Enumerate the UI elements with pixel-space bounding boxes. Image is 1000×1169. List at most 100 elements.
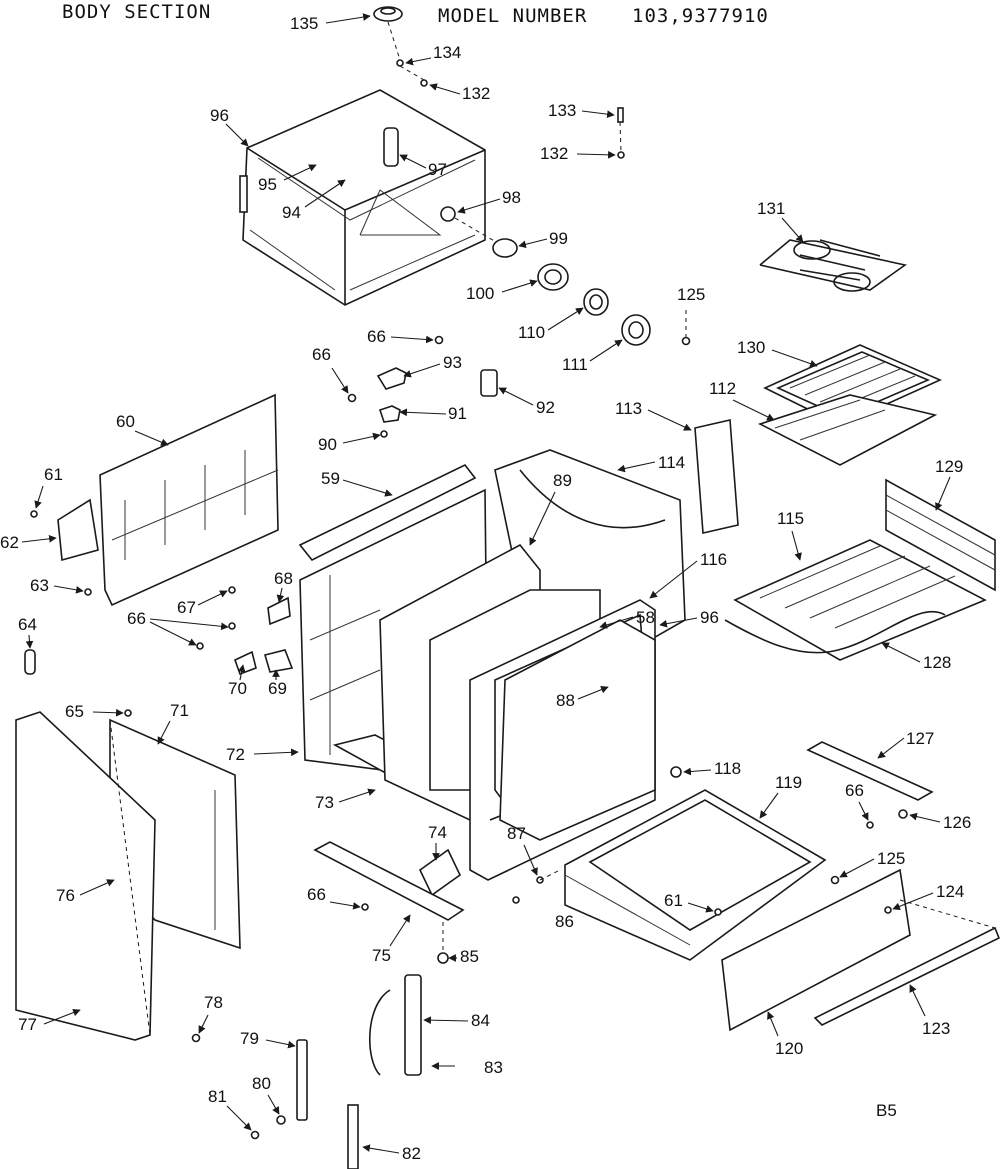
part-123-handle <box>813 926 1000 1026</box>
svg-text:89: 89 <box>553 471 572 490</box>
callout-66-b: 66 <box>312 345 349 394</box>
part-78-screw <box>191 1033 201 1043</box>
part-91-clip <box>378 405 401 423</box>
callout-113: 113 <box>615 399 692 431</box>
callout-76: 76 <box>56 879 115 905</box>
svg-text:61: 61 <box>44 465 63 484</box>
callout-84: 84 <box>423 1011 490 1030</box>
svg-text:70: 70 <box>228 679 247 698</box>
svg-text:133: 133 <box>548 101 576 120</box>
part-99-disc <box>492 238 518 258</box>
part-60-rear-panel <box>99 393 279 607</box>
svg-text:67: 67 <box>177 598 196 617</box>
part-96-top-body <box>239 89 486 306</box>
svg-text:95: 95 <box>258 175 277 194</box>
part-131-element <box>759 239 907 292</box>
svg-text:127: 127 <box>906 729 934 748</box>
callout-58: 58 <box>599 608 655 629</box>
part-81-screw <box>250 1130 260 1140</box>
part-75-rail <box>313 841 465 921</box>
svg-text:86: 86 <box>555 912 574 931</box>
callout-120: 120 <box>767 1011 803 1058</box>
svg-text:132: 132 <box>540 144 568 163</box>
svg-text:100: 100 <box>466 284 494 303</box>
part-132-screw-b <box>617 151 625 159</box>
part-115-oven-rack <box>733 539 987 661</box>
callout-129: 129 <box>935 457 963 511</box>
part-62-bracket <box>57 498 99 562</box>
part-126-screw <box>898 809 908 819</box>
callout-119: 119 <box>759 773 802 819</box>
model-number: 103,9377910 <box>632 5 769 27</box>
part-63-screw <box>84 588 92 596</box>
callout-70: 70 <box>228 664 247 698</box>
part-66-screw-f <box>361 903 369 911</box>
callout-67: 67 <box>177 590 228 617</box>
svg-text:96: 96 <box>700 608 719 627</box>
svg-text:69: 69 <box>268 679 287 698</box>
callout-66-d: 66 <box>845 781 869 821</box>
part-82-tube <box>347 1104 359 1169</box>
part-69-clip <box>263 649 294 673</box>
svg-text:74: 74 <box>428 823 447 842</box>
svg-text:111: 111 <box>562 355 588 374</box>
svg-text:91: 91 <box>448 404 467 423</box>
svg-text:96: 96 <box>210 106 229 125</box>
part-92-block <box>480 369 498 397</box>
svg-text:119: 119 <box>775 773 802 792</box>
part-112-broiler-rack <box>757 394 938 466</box>
part-129-panel <box>885 478 996 592</box>
svg-text:99: 99 <box>549 229 568 248</box>
callout-69: 69 <box>268 669 287 698</box>
part-61-screw-b <box>714 908 722 916</box>
svg-text:66: 66 <box>127 609 146 628</box>
callout-110: 110 <box>518 307 584 342</box>
svg-text:115: 115 <box>777 509 804 528</box>
svg-text:118: 118 <box>714 759 741 778</box>
part-66-screw-a <box>434 335 444 345</box>
part-111-ring <box>621 314 651 346</box>
callout-112: 112 <box>709 379 775 421</box>
callout-94: 94 <box>282 179 346 222</box>
callout-132-b: 132 <box>540 144 616 163</box>
part-67-screw <box>228 586 236 594</box>
part-133-pin <box>617 107 624 123</box>
callout-68: 68 <box>274 569 293 603</box>
callout-132: 132 <box>429 83 490 103</box>
part-128-gasket <box>724 610 946 654</box>
svg-text:63: 63 <box>30 576 49 595</box>
svg-text:60: 60 <box>116 412 135 431</box>
page-code: B5 <box>876 1101 897 1120</box>
svg-text:113: 113 <box>615 399 642 418</box>
svg-text:58: 58 <box>636 608 655 627</box>
callout-78: 78 <box>198 993 223 1034</box>
part-64-pin <box>24 649 36 675</box>
svg-text:61: 61 <box>664 891 683 910</box>
callout-73: 73 <box>315 788 376 812</box>
callout-83: 83 <box>431 1058 503 1077</box>
callout-100: 100 <box>466 279 538 303</box>
part-127-rail <box>806 741 934 801</box>
part-134-screw <box>396 59 404 67</box>
callout-80: 80 <box>252 1074 280 1115</box>
svg-text:130: 130 <box>737 338 765 357</box>
svg-text:71: 71 <box>170 701 189 720</box>
callout-88: 88 <box>556 685 609 710</box>
callout-65: 65 <box>65 702 124 721</box>
svg-text:98: 98 <box>502 188 521 207</box>
part-80-screw <box>276 1115 286 1125</box>
svg-text:128: 128 <box>923 653 951 672</box>
callout-90: 90 <box>318 432 381 454</box>
callout-98: 98 <box>457 188 521 214</box>
part-65-screw <box>124 709 132 717</box>
part-100-ring <box>537 263 569 291</box>
callout-96: 96 <box>210 106 249 147</box>
svg-text:92: 92 <box>536 398 555 417</box>
svg-text:72: 72 <box>226 745 245 764</box>
callout-63: 63 <box>30 576 84 595</box>
svg-text:120: 120 <box>775 1039 803 1058</box>
svg-text:76: 76 <box>56 886 75 905</box>
callout-96-b: 96 <box>659 608 719 628</box>
svg-text:129: 129 <box>935 457 963 476</box>
part-93-bracket <box>376 367 407 390</box>
